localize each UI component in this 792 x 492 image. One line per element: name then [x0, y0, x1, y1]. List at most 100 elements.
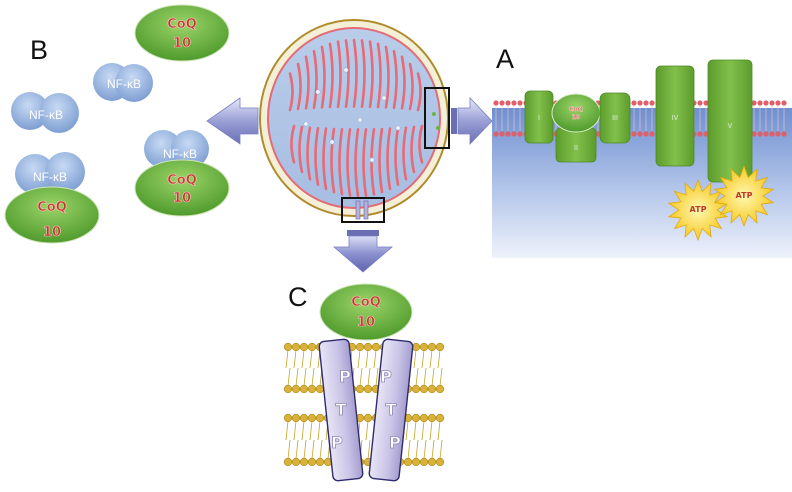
lipid-head	[419, 413, 429, 423]
membrane-head	[751, 131, 757, 137]
lipid-head	[307, 413, 317, 423]
lipid-head	[419, 457, 429, 467]
matrix-granule	[303, 121, 309, 127]
lipid-head	[315, 457, 325, 467]
lipid-head	[307, 342, 317, 352]
lipid-head	[283, 457, 293, 467]
membrane-head	[511, 100, 517, 106]
membrane-head	[595, 131, 601, 137]
ptp-right-letter-3: P	[389, 433, 401, 452]
lipid-tail	[287, 439, 291, 460]
panel-b-nfkb-binding: B CoQ 10 NF-κB NF-κB NF-κB CoQ 10	[4, 4, 230, 244]
lipid-tail	[295, 367, 299, 387]
ptp-right-letter-1: P	[380, 367, 392, 386]
crista	[336, 40, 342, 109]
panel-a-letter: A	[496, 44, 514, 74]
arrow-to-panel-a	[451, 97, 493, 145]
membrane-head	[493, 100, 499, 106]
membrane-head	[757, 131, 763, 137]
membrane-head	[763, 100, 769, 106]
lipid-tail	[439, 367, 443, 387]
lipid-tail	[431, 439, 435, 460]
panel-c-letter: C	[288, 282, 308, 312]
crista	[320, 45, 326, 109]
lipid-head	[419, 342, 429, 352]
crista	[344, 39, 350, 108]
crista	[306, 126, 312, 181]
nfkb-free-2: NF-κB	[11, 92, 79, 133]
panel-c-ptp-channel: C P T P P T P CoQ 10	[283, 282, 445, 482]
nfkb-coq10-complex-left: NF-κB CoQ 10	[4, 152, 100, 244]
ptp-right-letter-2: T	[386, 400, 397, 419]
ptp-mini-channel-1	[355, 200, 361, 220]
lipid-head	[355, 384, 365, 394]
crista	[362, 128, 368, 197]
membrane-head	[751, 100, 757, 106]
lipid-head	[435, 384, 445, 394]
coq10-membrane-ellipse	[551, 93, 601, 133]
membrane-head	[769, 131, 775, 137]
lipid-tail	[311, 367, 315, 387]
lipid-tail	[367, 439, 371, 460]
lipid-head	[411, 413, 421, 423]
matrix-granule	[315, 89, 321, 95]
lipid-head	[371, 342, 381, 352]
lipid-head	[283, 342, 293, 352]
panel-a-electron-transport-chain: I II CoQ 10 III IV V ATP ATP A	[492, 44, 792, 258]
crista	[298, 125, 304, 174]
ptp-subunit-right: P T P	[368, 338, 414, 482]
lipid-tail	[293, 420, 297, 441]
complex-v	[707, 59, 753, 183]
coq10-top: CoQ 10	[134, 4, 230, 62]
lipid-tail	[285, 349, 289, 369]
atp-burst-2: ATP	[713, 164, 775, 228]
lipid-tail	[423, 439, 427, 460]
lipid-head	[403, 457, 413, 467]
ptp-left-letter-3: P	[331, 433, 343, 452]
crista	[290, 124, 296, 164]
membrane-head	[631, 131, 637, 137]
crista	[400, 55, 406, 110]
lipid-tail	[415, 367, 419, 387]
crista	[410, 125, 416, 174]
complex-iii-label: III	[612, 115, 618, 122]
mitochondrion-granules	[303, 67, 401, 163]
atp-burst-1: ATP	[667, 178, 729, 242]
lipid-head	[315, 413, 325, 423]
crista	[384, 45, 390, 109]
lipid-tail	[429, 349, 433, 369]
coq10-bottom-label: CoQ	[351, 295, 381, 310]
membrane-head	[697, 100, 703, 106]
lipid-head	[315, 384, 325, 394]
membrane-head	[703, 131, 709, 137]
complex-iv	[655, 65, 695, 167]
lipid-tail	[285, 420, 289, 441]
lipid-head	[419, 384, 429, 394]
panel-c-lipid-bilayer	[283, 342, 445, 467]
lipid-tail	[365, 349, 369, 369]
membrane-head	[643, 131, 649, 137]
crista	[312, 49, 318, 110]
coq10-top-label: CoQ	[167, 17, 197, 32]
membrane-head	[697, 131, 703, 137]
lipid-tail	[423, 367, 427, 387]
membrane-head	[505, 131, 511, 137]
lipid-tail	[405, 420, 409, 441]
lipid-head	[299, 457, 309, 467]
lipid-tail	[311, 439, 315, 460]
lipid-tail	[437, 420, 441, 441]
lipid-tail	[429, 420, 433, 441]
lipid-head	[427, 384, 437, 394]
lipid-tail	[309, 349, 313, 369]
coq10-left-label: CoQ	[37, 200, 67, 215]
ptp-left-letter-2: T	[336, 400, 347, 419]
lipid-head	[307, 384, 317, 394]
lipid-tail	[407, 439, 411, 460]
membrane-head	[493, 131, 499, 137]
membrane-head	[703, 100, 709, 106]
mitochondrion-inner-membrane	[267, 27, 441, 209]
crista	[304, 55, 310, 110]
coq10-left-number: 10	[43, 225, 61, 240]
nfkb-complex-right-label: NF-κB	[163, 147, 197, 161]
membrane-head	[781, 100, 787, 106]
